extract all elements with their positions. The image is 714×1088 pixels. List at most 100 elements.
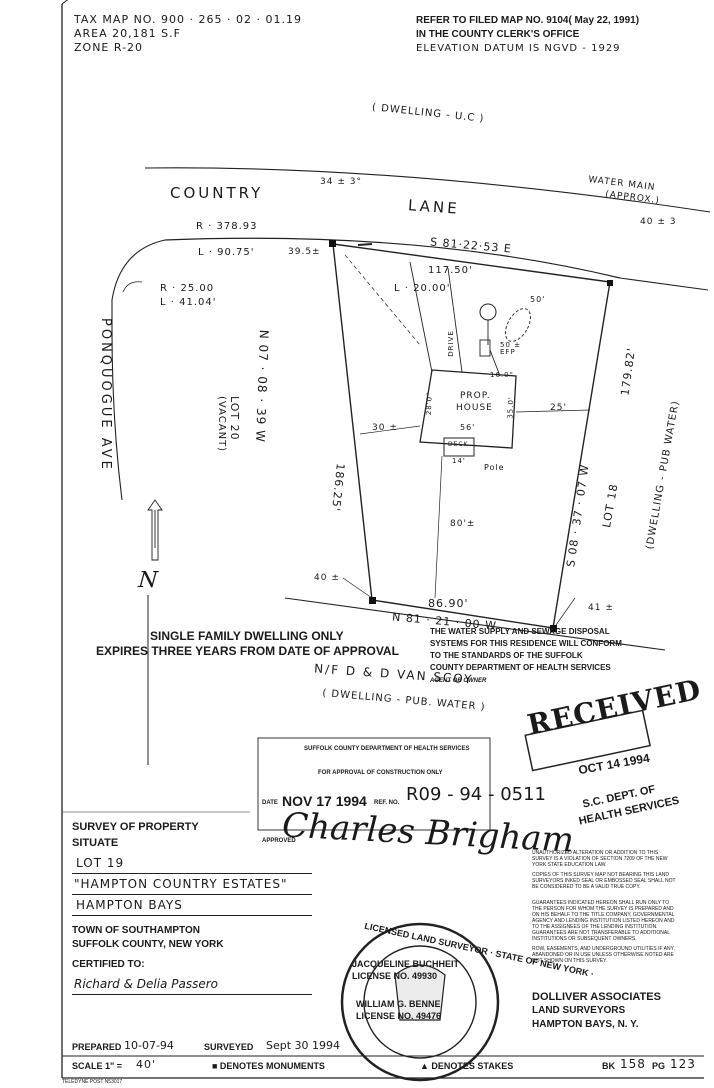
approval-date: NOV 17 1994 [282, 793, 367, 809]
town-label: TOWN OF SOUTHAMPTON [72, 925, 200, 936]
surveyor-2-name: WILLIAM G. BENNE [356, 999, 441, 1009]
ponquogue-ave-west-line [111, 239, 166, 501]
form-number: TELEDYNE POST N53017 [62, 1079, 123, 1085]
south-line-extension [284, 597, 666, 651]
proposed-house-outline [419, 369, 517, 449]
book-label: BK [602, 1061, 615, 1071]
country-lane-north-line [144, 167, 711, 213]
stakes-legend: ▲ DENOTES STAKES [420, 1061, 514, 1071]
right-offset-label: 40 ± 3 [640, 217, 677, 227]
setback-30-label: 30 ± [372, 423, 398, 433]
monument-sw [369, 597, 376, 604]
dim-28-label: 28'0" [424, 391, 434, 416]
dim-14-label: 14' [452, 457, 466, 465]
water-conform-line4: COUNTY DEPARTMENT OF HEALTH SERVICES [430, 663, 611, 672]
curve-arrow [122, 281, 143, 293]
septic-line [489, 349, 501, 377]
dim-line-25 [515, 409, 591, 413]
scale-label: SCALE 1" = [72, 1061, 123, 1071]
situate-label: SITUATE [72, 837, 119, 849]
legal-note-3: GUARANTEES INDICATED HEREON SHALL RUN ON… [532, 900, 675, 942]
drive-label: DRIVE [446, 330, 455, 357]
county-clerk-office: IN THE COUNTY CLERK'S OFFICE [416, 29, 580, 40]
offset-41-label: 41 ± [588, 603, 614, 613]
book-number: 158 [620, 1057, 646, 1071]
health-dept-box [257, 737, 491, 831]
drive-east-line [447, 267, 463, 373]
surveyor-2-license: LICENSE NO. 49476 [356, 1011, 442, 1021]
lot-19-boundary [332, 243, 611, 629]
firm-role: LAND SURVEYORS [532, 1005, 626, 1016]
seal-emblem [394, 964, 446, 1021]
surveyor-1-name: JACQUELINE BUCHHEIT [352, 959, 460, 969]
subdivision-name: "HAMPTON COUNTRY ESTATES" [74, 877, 288, 891]
deck-label: DECK [448, 441, 469, 448]
lot-20-label: LOT 20 [228, 396, 241, 441]
north-arrow-head [147, 499, 163, 561]
zone: ZONE R-20 [74, 41, 144, 54]
monument-se [550, 625, 557, 632]
firm-name: DOLLIVER ASSOCIATES [532, 991, 661, 1003]
lot-number: LOT 19 [76, 856, 125, 870]
approved-label: APPROVED [262, 838, 296, 844]
south-distance: 86.90' [428, 597, 469, 610]
legal-note-4: ROW, EASEMENTS, AND UNDERGROUND UTILITIE… [532, 946, 675, 964]
tank-label: 50 ± EFP [500, 341, 521, 356]
lot-area: AREA 20,181 S.F [74, 27, 181, 40]
elevation-datum: ELEVATION DATUM IS NGVD - 1929 [416, 43, 621, 54]
prepared-date: 10-07-94 [124, 1039, 174, 1052]
water-conform-line3: TO THE STANDARDS OF THE SUFFOLK [430, 651, 583, 660]
expires-stamp: EXPIRES THREE YEARS FROM DATE OF APPROVA… [96, 644, 399, 658]
septic-tank-circle [479, 303, 497, 321]
water-conform-line2: SYSTEMS FOR THIS RESIDENCE WILL CONFORM [430, 639, 622, 648]
dim-line-30 [359, 425, 421, 435]
corner-radius-label: R · 25.00 [160, 283, 215, 294]
legal-note-2: COPIES OF THIS SURVEY MAP NOT BEARING TH… [532, 872, 676, 890]
lot-20-vacant: (VACANT) [216, 396, 227, 453]
page-label: PG [652, 1061, 666, 1071]
surveyor-seal-outer [340, 922, 500, 1082]
dim-line-nw [344, 254, 421, 346]
surveyor-seal-inner [363, 945, 477, 1059]
received-stamp-frame [524, 709, 651, 772]
lane-label: LANE [407, 196, 461, 218]
ref-number: R09 - 94 - 0511 [406, 784, 547, 805]
setback-25-label: 25' [550, 403, 567, 413]
arc-length-20: L · 20.00' [394, 283, 451, 294]
deck-outline [443, 437, 475, 457]
country-lane-south-line [164, 237, 621, 279]
monument-nw [329, 240, 336, 247]
county-label: SUFFOLK COUNTY, NEW YORK [72, 939, 224, 950]
drive-west-line [409, 261, 433, 373]
offset-395-label: 39.5± [288, 247, 321, 257]
bays-rule [72, 915, 312, 916]
house-label-line2: HOUSE [456, 403, 493, 413]
surveyor-1-license: LICENSE NO. 49930 [352, 971, 438, 981]
distance-50-label: 50' [530, 295, 546, 304]
ref-no-label: REF. NO. [374, 800, 400, 806]
west-bearing: N 07 · 08 · 39 W [253, 329, 271, 444]
legal-note-1: UNAUTHORIZED ALTERATION OR ADDITION TO T… [532, 850, 668, 868]
corner-tick [61, 0, 69, 5]
prepared-label: PREPARED [72, 1042, 122, 1052]
monument-ne [607, 280, 613, 286]
survey-title: SURVEY OF PROPERTY [72, 821, 199, 833]
arc-mark [357, 243, 373, 246]
health-dept-title: SUFFOLK COUNTY DEPARTMENT OF HEALTH SERV… [304, 746, 470, 752]
firm-location: HAMPTON BAYS, N. Y. [532, 1019, 639, 1030]
pole-label: Pole [484, 463, 505, 472]
agent-owner-label: AGENT OR OWNER [430, 678, 487, 684]
dim-56-label: 56' [460, 423, 476, 432]
distance-80-label: 80'± [450, 519, 476, 529]
tax-map-number: TAX MAP NO. 900 · 265 · 02 · 01.19 [74, 13, 302, 26]
offset-40-label: 40 ± [314, 573, 340, 583]
offset-arrow-40 [342, 577, 373, 599]
leaching-pool [505, 308, 531, 342]
septic-box [479, 339, 491, 357]
water-conform-line1: THE WATER SUPPLY AND SEWAGE DISPOSAL [430, 627, 610, 636]
filed-map-reference: REFER TO FILED MAP NO. 9104( May 22, 199… [416, 15, 640, 26]
certified-label: CERTIFIED TO: [72, 959, 145, 970]
curve-length-label: L · 90.75' [198, 247, 255, 258]
approval-label: FOR APPROVAL OF CONSTRUCTION ONLY [318, 770, 443, 776]
